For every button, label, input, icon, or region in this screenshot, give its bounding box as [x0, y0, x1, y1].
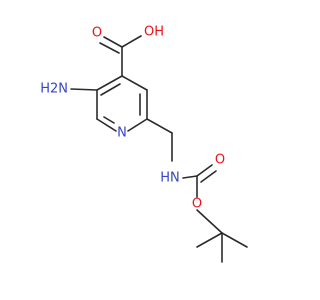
bond-carbonyl-o — [196, 164, 213, 177]
bond-n1-c6 — [127, 118, 148, 132]
atom-label-carboxyl-carbonyl-oxygen: O — [92, 26, 102, 41]
bond-carbonyl-o-double — [200, 170, 217, 183]
atom-label-carboxyl-hydroxyl: OH — [144, 25, 164, 40]
bond-nh-carbonyl — [182, 175, 198, 179]
atom-label-layer: OH O H2N N HN O O — [40, 25, 225, 212]
atom-label-carbamate-nitrogen: HN — [160, 171, 180, 186]
bond-c3-amino — [70, 88, 98, 91]
atom-label-ring-nitrogen: N — [117, 126, 127, 141]
atom-label-amino-group: H2N — [40, 82, 68, 97]
atom-label-carbamate-carbonyl-oxygen: O — [215, 153, 225, 168]
bond-tbu-methyl-2 — [196, 232, 223, 248]
bond-c4-c3 — [96, 75, 123, 91]
bond-carboxyl-carbonyl-double — [99, 42, 120, 54]
bond-c2-n1-inner — [103, 116, 115, 124]
background — [0, 0, 300, 300]
bond-c4-c3-inner — [100, 83, 121, 96]
bond-carboxyl-oh — [121, 35, 142, 48]
bond-layer — [70, 35, 248, 263]
bond-c2-n1 — [96, 118, 117, 132]
bond-ester-o-tbu — [196, 209, 223, 234]
atom-label-carbamate-ester-oxygen: O — [192, 197, 202, 212]
bond-carboxyl-carbonyl — [103, 36, 123, 48]
bond-c6-ch2 — [146, 118, 173, 134]
bond-c5-c4 — [121, 75, 148, 91]
bond-tbu-methyl-3 — [221, 232, 248, 248]
structure-diagram: OH O H2N N HN O O — [0, 0, 300, 300]
